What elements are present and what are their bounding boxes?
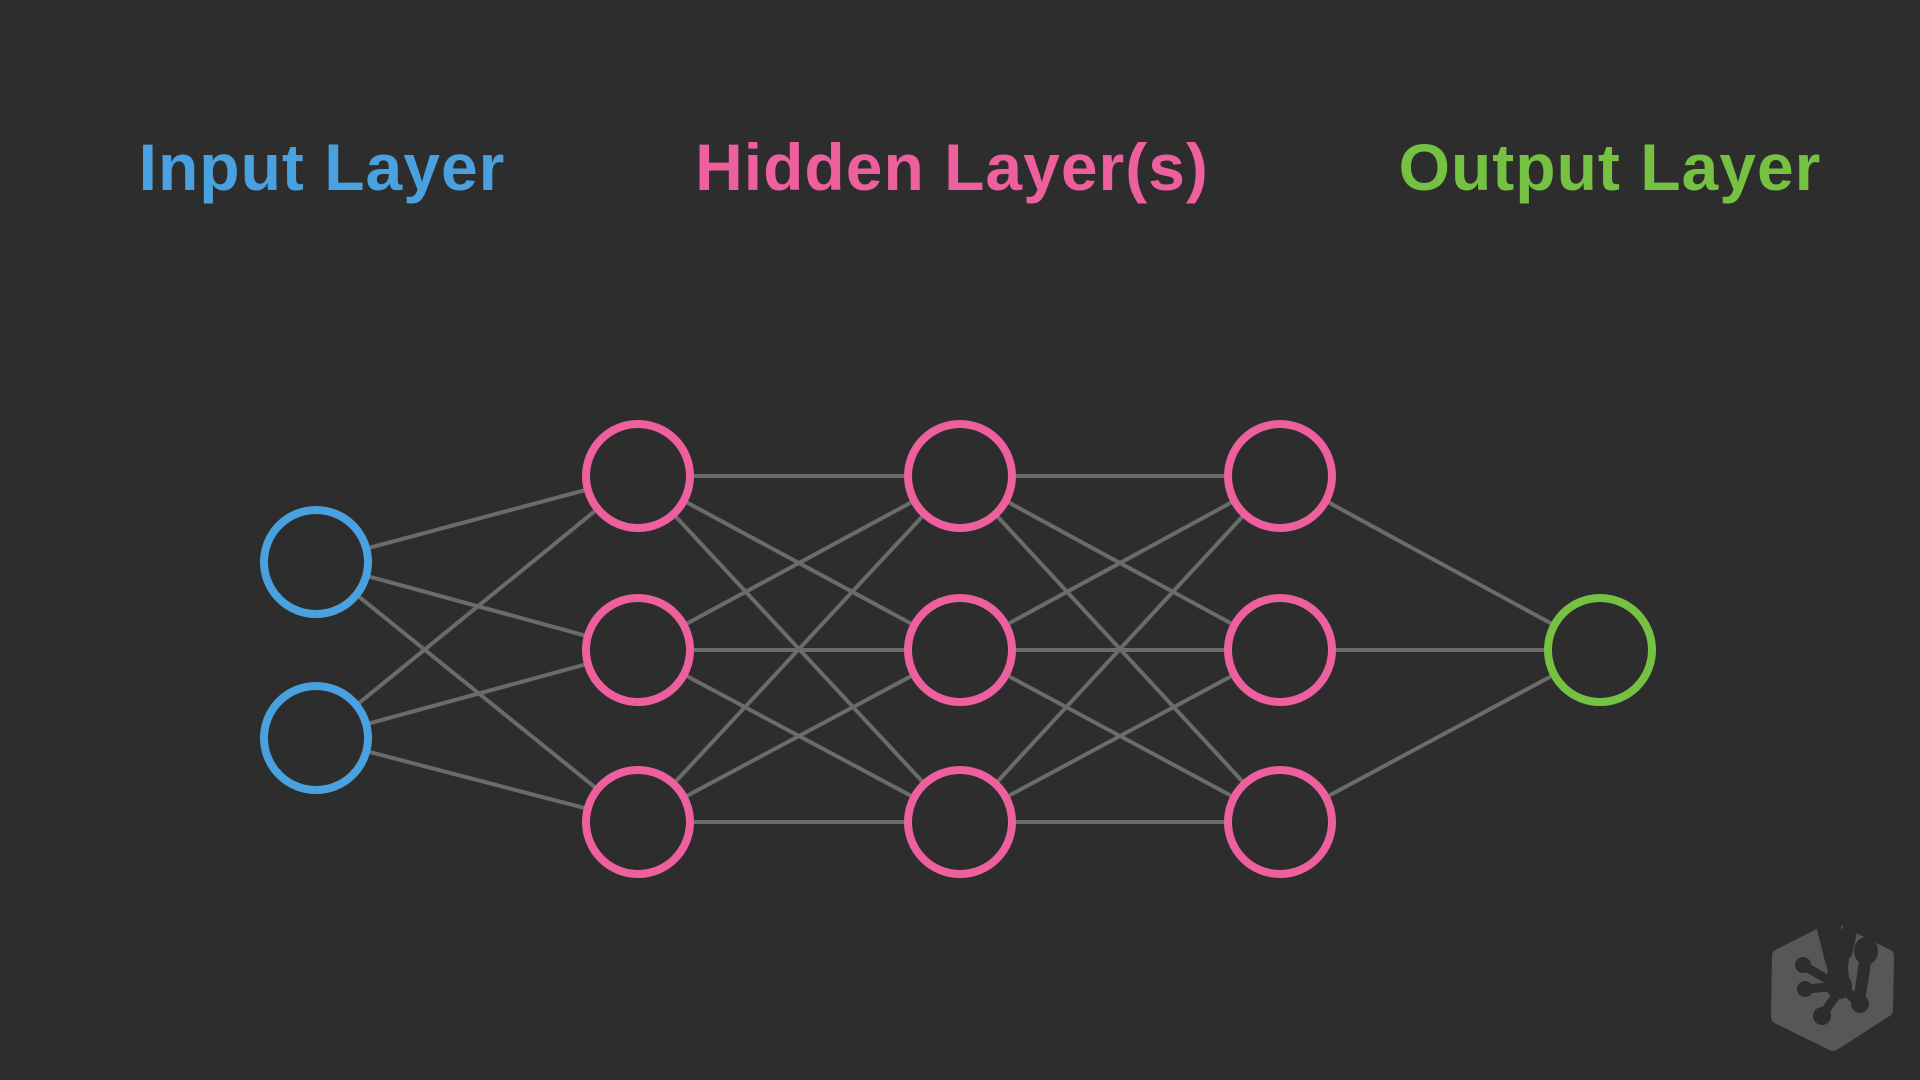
hidden-layer-3-node	[1224, 766, 1336, 878]
hidden-layer-1-node	[582, 766, 694, 878]
input-layer-node	[260, 506, 372, 618]
edge-line	[637, 648, 961, 824]
hidden-layer-2-node	[904, 420, 1016, 532]
input-layer-label: Input Layer	[138, 130, 506, 204]
output-layer-label: Output Layer	[1398, 130, 1822, 204]
edge-line	[636, 474, 962, 824]
hidden-layer-1-node	[582, 594, 694, 706]
hidden-layer-2-node	[904, 766, 1016, 878]
edge-line	[959, 474, 1281, 652]
frog-foot-cutout	[1795, 916, 1878, 1025]
edge-line	[637, 474, 961, 652]
edge-line	[1279, 648, 1601, 824]
edge-line	[958, 474, 1282, 824]
edge-line	[959, 648, 1281, 824]
edge-line	[314, 474, 640, 740]
node-circles	[260, 420, 1656, 878]
output-layer-node	[1544, 594, 1656, 706]
frog-foot-hexagon-logo	[1771, 916, 1894, 1051]
hidden-layer-label: Hidden Layer(s)	[695, 130, 1209, 204]
edge-line	[1279, 474, 1601, 652]
hidden-layer-1-node	[582, 420, 694, 532]
hidden-layer-2-node	[904, 594, 1016, 706]
input-layer-node	[260, 682, 372, 794]
hidden-layer-3-node	[1224, 594, 1336, 706]
hidden-layer-3-node	[1224, 420, 1336, 532]
